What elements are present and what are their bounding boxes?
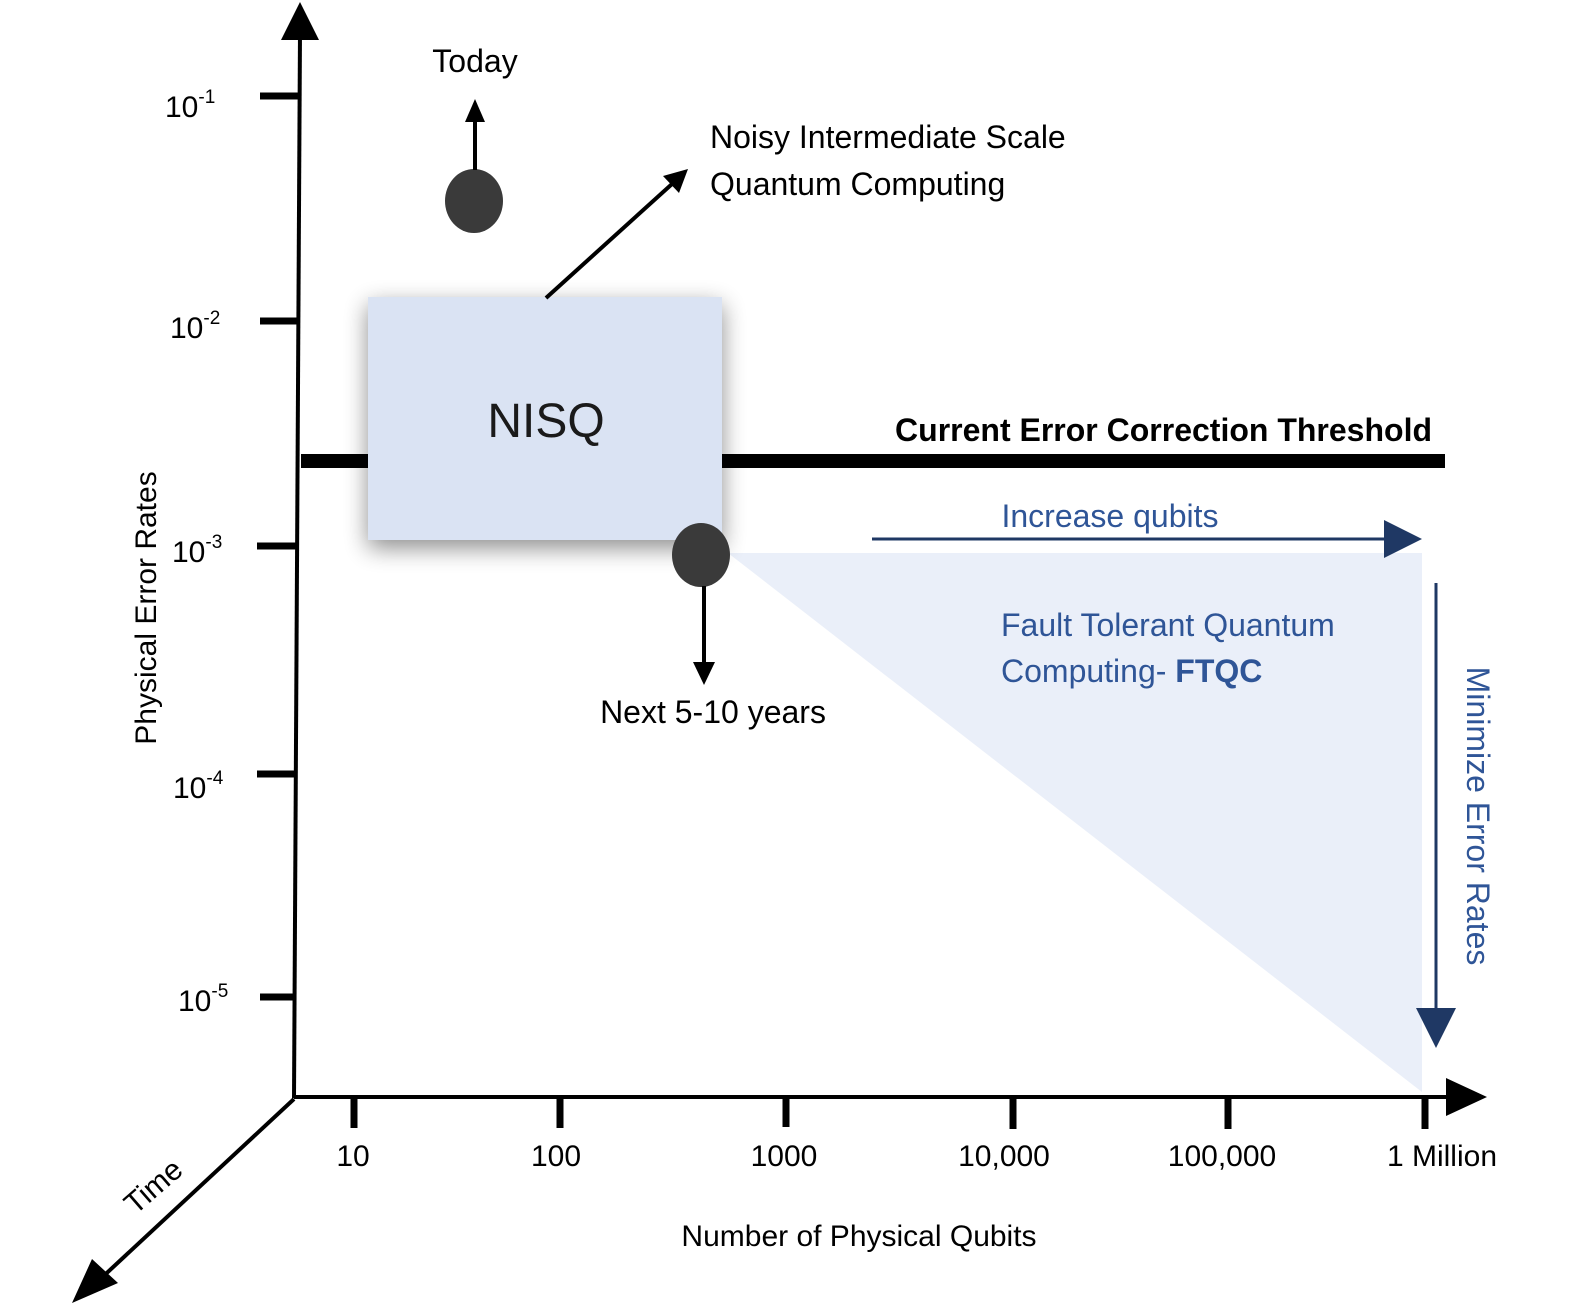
nisq-box [368,297,722,540]
ftqc-label-acronym: FTQC [1175,653,1262,689]
y-tick-label-exponent: -1 [198,87,215,108]
increase-qubits-label: Increase qubits [1001,498,1218,534]
x-tick-label: 1000 [751,1140,818,1173]
y-tick-label-base: 10 [165,91,198,124]
nisq-full-name-line1: Noisy Intermediate Scale [710,119,1066,155]
ftqc-label-line1: Fault Tolerant Quantum [1001,607,1335,643]
y-tick-label: 10-3 [172,532,222,569]
y-tick-label-exponent: -4 [206,768,223,789]
y-tick-label: 10-1 [165,87,215,124]
nisq-full-name-line2: Quantum Computing [710,166,1005,202]
ftqc-region [728,553,1422,1092]
x-ticks [350,1097,1429,1129]
x-tick-labels: 10 100 1000 10,000 100,000 1 Million [336,1140,1497,1173]
y-tick-label: 10-4 [173,768,224,805]
today-label: Today [432,43,517,79]
y-tick-label-base: 10 [172,536,205,569]
ftqc-label-prefix: Computing- [1001,653,1175,689]
x-tick-label: 100 [531,1140,581,1173]
time-axis-arrowhead [72,1259,118,1303]
nisq-callout-arrow-head [663,169,688,193]
x-tick-label: 10,000 [958,1140,1050,1173]
x-tick-label: 100,000 [1168,1140,1276,1173]
increase-qubits-arrow-head [1384,520,1422,558]
y-tick-label-exponent: -2 [203,308,220,329]
x-tick-label: 1 Million [1387,1140,1497,1173]
y-tick-label: 10-5 [178,981,228,1018]
minimize-arrow-head [1416,1008,1456,1048]
x-tick-label: 10 [336,1140,369,1173]
y-axis-line [292,31,302,1099]
time-axis-label: Time [118,1153,189,1221]
future-marker [672,523,730,587]
next-years-label: Next 5-10 years [600,694,826,730]
y-tick-label-base: 10 [173,772,206,805]
nisq-box-label: NISQ [487,395,604,448]
minimize-label: Minimize Error Rates [1460,667,1496,966]
y-tick-labels: 10-1 10-2 10-3 10-4 10-5 [165,87,228,1018]
y-ticks [257,92,298,1001]
x-axis-label: Number of Physical Qubits [681,1220,1036,1253]
y-tick-label: 10-2 [170,308,220,345]
nisq-callout-arrow-shaft [544,182,674,300]
future-arrow-head [693,662,715,685]
today-arrow-head [465,99,485,122]
threshold-label: Current Error Correction Threshold [895,412,1432,448]
time-axis-line [94,1097,296,1285]
x-axis-arrowhead [1446,1078,1487,1116]
y-tick-label-exponent: -5 [211,981,228,1002]
y-tick-label-base: 10 [170,312,203,345]
y-axis-arrowhead [281,2,319,40]
today-marker [445,169,503,233]
y-tick-label-exponent: -3 [205,532,222,553]
ftqc-label-line2: Computing- FTQC [1001,653,1262,689]
y-tick-label-base: 10 [178,985,211,1018]
y-axis-label: Physical Error Rates [130,471,163,744]
